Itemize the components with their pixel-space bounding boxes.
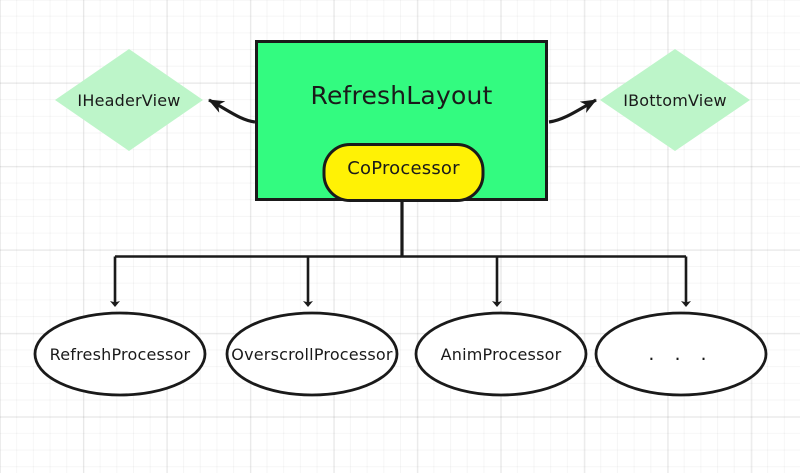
processor-ellipse-refresh[interactable] [33, 311, 207, 397]
bottom-view-diamond-shape[interactable] [600, 49, 750, 151]
connector-main-box-to-header-view [208, 98, 256, 124]
header-view-diamond-shape[interactable] [55, 49, 203, 151]
processor-ellipse-overscroll[interactable] [225, 311, 399, 397]
coprocessor-pill-shape[interactable] [322, 143, 485, 202]
processor-ellipse-anim[interactable] [414, 311, 588, 397]
connector-main-box-to-bottom-view [548, 98, 597, 124]
processor-ellipse-more[interactable] [594, 311, 768, 397]
